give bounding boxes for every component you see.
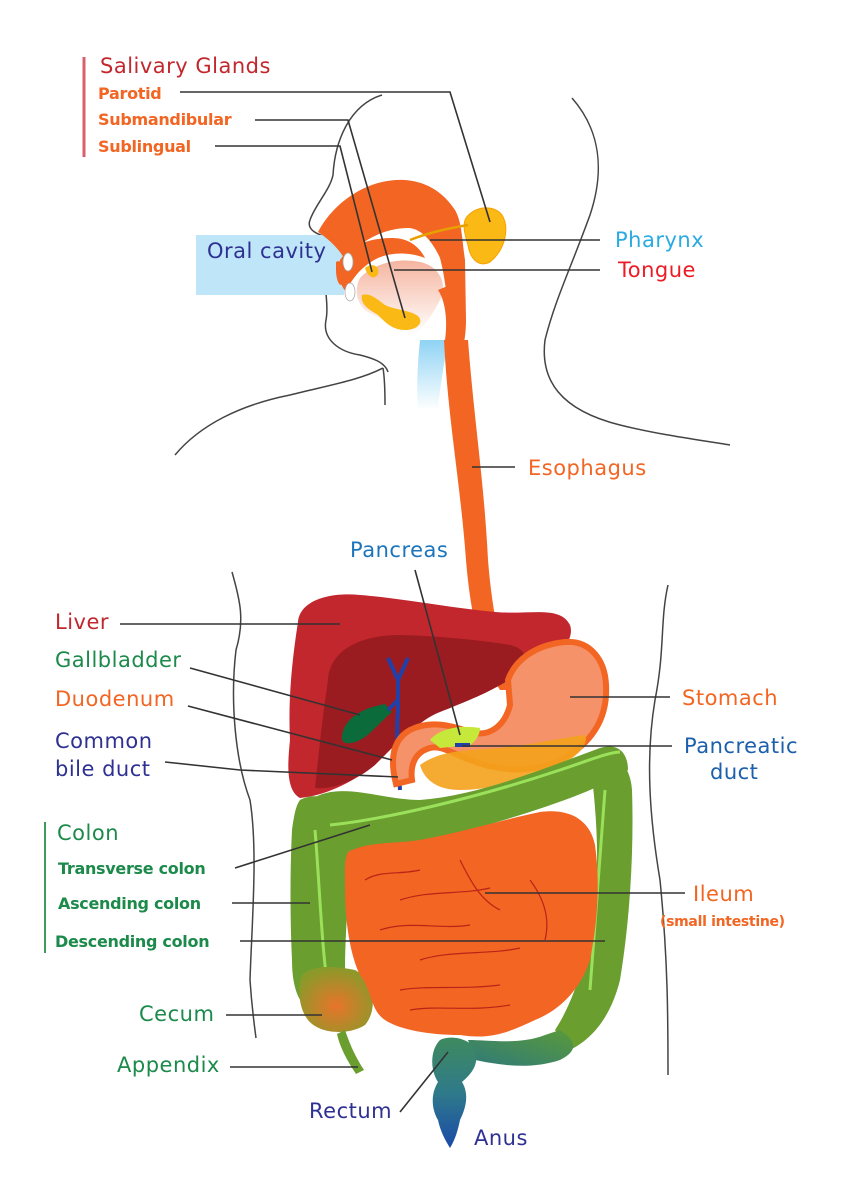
label-pancreas: Pancreas bbox=[350, 538, 448, 562]
label-stomach: Stomach bbox=[682, 686, 778, 710]
parotid-gland bbox=[463, 207, 507, 265]
label-ileum: Ileum bbox=[693, 882, 754, 906]
label-liver: Liver bbox=[55, 610, 109, 634]
label-pancreatic-duct-line2: duct bbox=[710, 760, 758, 784]
label-cecum: Cecum bbox=[139, 1002, 214, 1026]
labels: Salivary Glands Parotid Submandibular Su… bbox=[55, 54, 798, 1150]
small-intestine bbox=[344, 811, 598, 1037]
oral-cavity-highlight bbox=[196, 235, 344, 295]
liver bbox=[288, 594, 571, 798]
label-colon: Colon bbox=[57, 821, 119, 845]
label-pharynx: Pharynx bbox=[615, 228, 704, 252]
label-common-bile-duct-line2: bile duct bbox=[55, 757, 151, 781]
label-gallbladder: Gallbladder bbox=[55, 648, 182, 672]
label-salivary-glands: Salivary Glands bbox=[100, 54, 271, 78]
gallbladder-shape bbox=[341, 704, 392, 744]
label-tongue: Tongue bbox=[617, 258, 696, 282]
label-transverse-colon: Transverse colon bbox=[58, 859, 205, 878]
appendix-shape bbox=[337, 1030, 364, 1074]
label-rectum: Rectum bbox=[309, 1099, 392, 1123]
label-submandibular: Submandibular bbox=[98, 110, 232, 129]
label-sublingual: Sublingual bbox=[98, 137, 191, 156]
label-descending-colon: Descending colon bbox=[55, 932, 209, 951]
label-esophagus: Esophagus bbox=[528, 456, 647, 480]
label-parotid: Parotid bbox=[98, 84, 161, 103]
label-ascending-colon: Ascending colon bbox=[58, 894, 201, 913]
leader-lines bbox=[120, 91, 685, 1113]
head-organs bbox=[318, 179, 507, 410]
label-appendix: Appendix bbox=[117, 1053, 220, 1077]
label-ileum-note: (small intestine) bbox=[660, 914, 785, 930]
label-common-bile-duct-line1: Common bbox=[55, 729, 153, 753]
esophagus-shape bbox=[444, 340, 520, 690]
rectum-shape bbox=[432, 1037, 477, 1148]
submandibular-gland bbox=[361, 294, 421, 330]
label-anus: Anus bbox=[474, 1126, 528, 1150]
label-duodenum: Duodenum bbox=[55, 687, 175, 711]
colon bbox=[290, 746, 633, 1066]
pancreas-shape bbox=[420, 726, 586, 790]
label-oral-cavity: Oral cavity bbox=[207, 239, 326, 263]
label-pancreatic-duct-line1: Pancreatic bbox=[684, 734, 798, 758]
pharynx-shape bbox=[318, 179, 466, 360]
body-outline bbox=[174, 94, 731, 1076]
